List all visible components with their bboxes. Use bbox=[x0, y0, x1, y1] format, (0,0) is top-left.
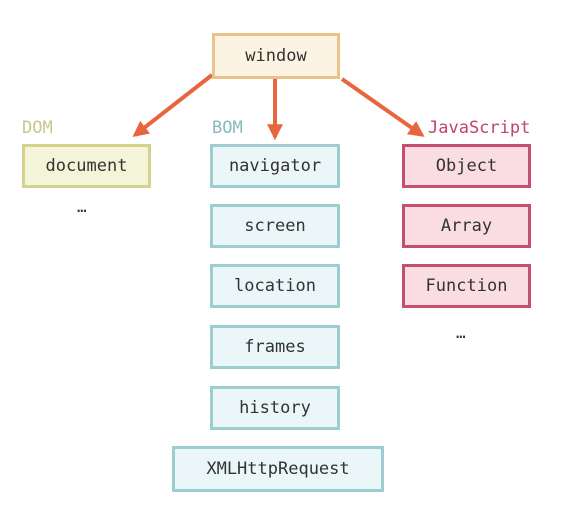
bom-group-title: BOM bbox=[212, 118, 243, 138]
js-more-ellipsis: … bbox=[456, 323, 466, 342]
object-node: Object bbox=[402, 144, 531, 188]
window-node: window bbox=[212, 33, 340, 79]
xmlhttprequest-node: XMLHttpRequest bbox=[172, 446, 384, 492]
document-node: document bbox=[22, 144, 151, 188]
array-node: Array bbox=[402, 204, 531, 248]
dom-more-ellipsis: … bbox=[77, 197, 87, 216]
dom-group-title: DOM bbox=[22, 118, 53, 138]
function-node: Function bbox=[402, 264, 531, 308]
navigator-node: navigator bbox=[210, 144, 340, 188]
arrow-window-to-js bbox=[340, 77, 425, 137]
javascript-group-title: JavaScript bbox=[428, 118, 531, 138]
history-node: history bbox=[210, 386, 340, 430]
screen-node: screen bbox=[210, 204, 340, 248]
arrow-window-to-dom bbox=[132, 73, 214, 137]
frames-node: frames bbox=[210, 325, 340, 369]
location-node: location bbox=[210, 264, 340, 308]
